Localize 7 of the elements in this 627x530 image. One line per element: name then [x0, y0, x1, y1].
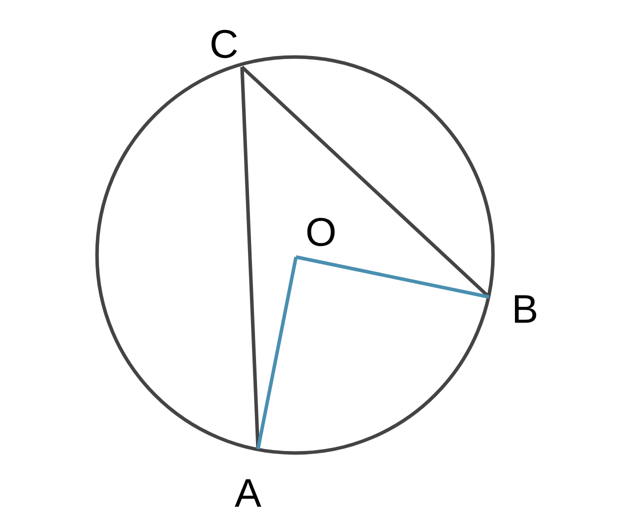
line-segment	[296, 255, 490, 299]
line-segment	[240, 66, 260, 450]
line-segment	[256, 256, 298, 450]
point-label: B	[514, 295, 536, 323]
point-label: O	[307, 218, 335, 246]
point-label: C	[212, 30, 237, 58]
point-label: A	[234, 479, 262, 507]
